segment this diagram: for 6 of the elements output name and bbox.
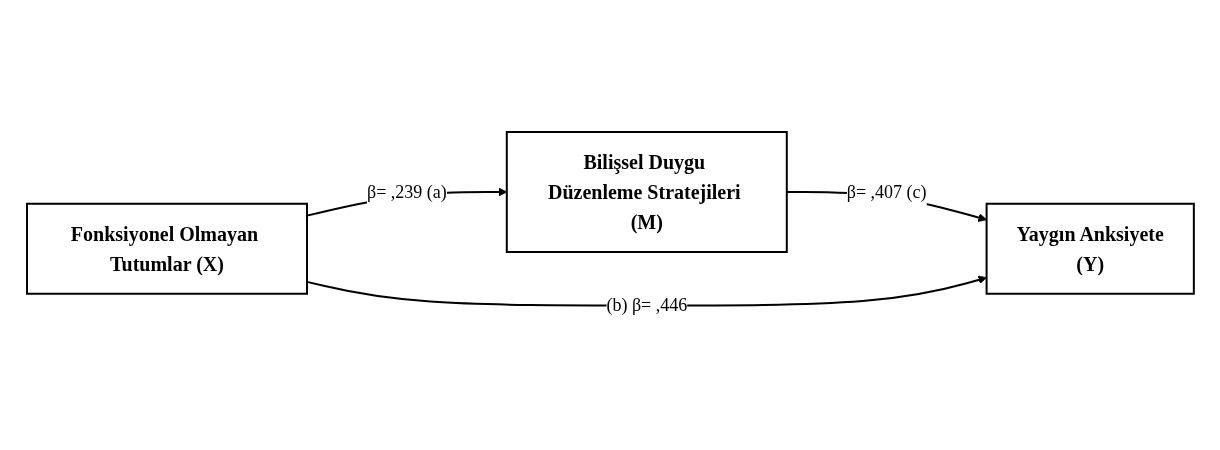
node-box: Yaygın Anksiyete (Y)	[985, 202, 1195, 295]
edge-label: β= ,407 (c)	[846, 181, 927, 201]
node-box: Fonksiyonel Olmayan Tutumlar (X)	[25, 202, 308, 295]
edge-label: β= ,239 (a)	[366, 181, 447, 201]
node-box: Bilişsel Duygu Düzenleme Stratejileri (M)	[505, 130, 788, 253]
edge-label: (b) β= ,446	[605, 294, 687, 315]
